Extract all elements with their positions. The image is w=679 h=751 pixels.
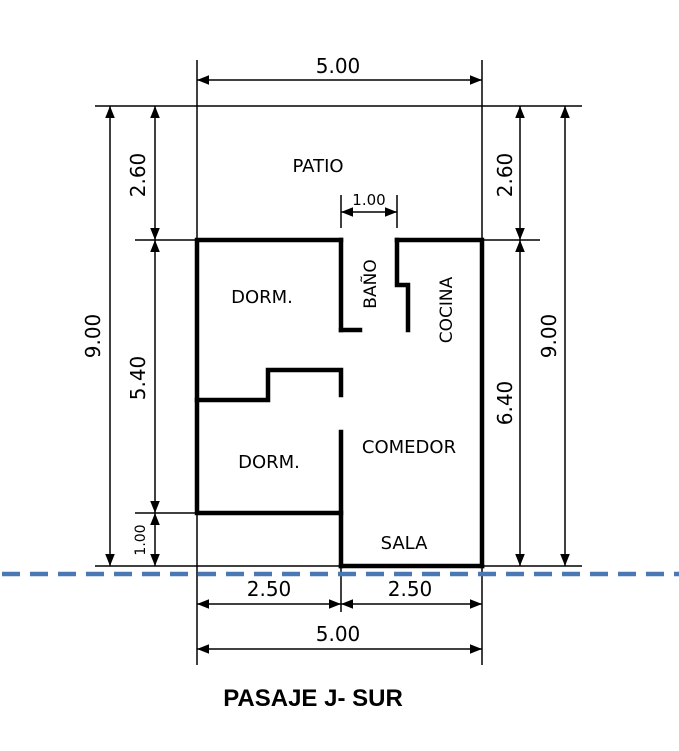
room-dorm-top: DORM. [231, 287, 293, 308]
dim-bath-width: 1.00 [352, 191, 385, 209]
dim-right-house: 6.40 [493, 381, 517, 426]
dimension-lines [105, 75, 570, 654]
dim-bottom-right: 2.50 [388, 577, 433, 601]
house-walls [194, 237, 485, 569]
dim-left-total: 9.00 [81, 314, 105, 359]
room-bano: BAÑO [359, 259, 381, 308]
dim-right-total: 9.00 [537, 314, 561, 359]
dim-left-patio: 2.60 [126, 153, 150, 198]
room-comedor: COMEDOR [362, 437, 456, 458]
room-dorm-bottom: DORM. [238, 452, 300, 473]
dim-right-patio: 2.60 [493, 153, 517, 198]
dim-left-bottom: 1.00 [133, 524, 149, 555]
room-cocina: COCINA [437, 276, 457, 343]
street-caption: PASAJE J- SUR [223, 685, 403, 712]
room-sala: SALA [381, 533, 429, 554]
dim-bottom-total: 5.00 [316, 622, 361, 646]
dim-top-width: 5.00 [316, 54, 361, 78]
room-patio: PATIO [292, 156, 343, 177]
dim-left-middle: 5.40 [126, 356, 150, 401]
dim-bottom-left: 2.50 [247, 577, 292, 601]
